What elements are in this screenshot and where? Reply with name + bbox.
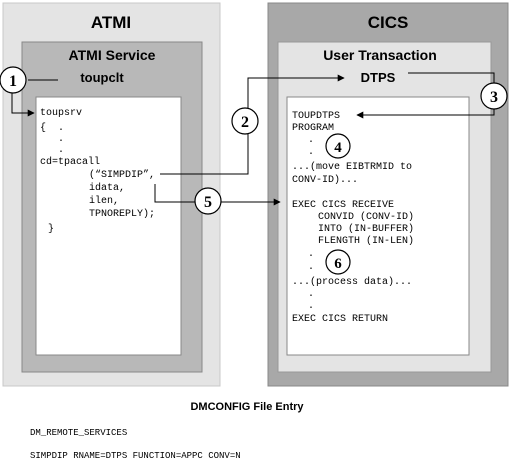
atmi-code-line: (“SIMPDIP”, xyxy=(89,169,155,181)
client-name-toupclt: toupclt xyxy=(80,70,124,85)
cics-code-line: CONVID (CONV-ID) xyxy=(318,211,414,223)
step-marker-1: 1 xyxy=(0,66,27,94)
atmi-code-line: cd=tpacall xyxy=(40,156,100,168)
step-marker-4: 4 xyxy=(325,133,351,159)
cics-code-line: . xyxy=(308,262,314,273)
step-marker-3: 3 xyxy=(480,82,508,110)
atmi-code-line: ilen, xyxy=(89,195,119,207)
cics-code-line: INTO (IN-BUFFER) xyxy=(318,223,414,235)
cics-code-line: ...(move EIBTRMID to xyxy=(292,161,412,173)
atmi-code-line: . xyxy=(40,134,64,145)
cics-code-line: . xyxy=(308,301,314,312)
atmi-code-box xyxy=(35,96,182,356)
cics-code-line: . xyxy=(308,249,314,260)
user-transaction-title: User Transaction xyxy=(323,47,437,63)
cics-code-line: . xyxy=(308,147,314,158)
step-marker-5: 5 xyxy=(194,187,222,215)
dmconfig-line-1: DM_REMOTE_SERVICES xyxy=(30,428,127,438)
dmconfig-title: DMCONFIG File Entry xyxy=(190,401,304,413)
arrow-5-to-receive xyxy=(154,184,281,206)
dmconfig-line-2: SIMPDIP RNAME=DTPS FUNCTION=APPC CONV=N xyxy=(30,451,241,461)
atmi-code-line: . xyxy=(40,145,64,156)
atmi-code-line: } xyxy=(48,223,54,235)
step-6-label: 6 xyxy=(334,256,342,272)
step-1-label: 1 xyxy=(9,73,17,90)
step-marker-6: 6 xyxy=(325,249,351,275)
cics-code-line: FLENGTH (IN-LEN) xyxy=(318,235,414,247)
atmi-code-line: idata, xyxy=(89,182,125,194)
atmi-code-line: TPNOREPLY); xyxy=(89,208,155,220)
cics-code-line: ...(process data)... xyxy=(292,276,412,288)
step-2-label: 2 xyxy=(241,114,249,131)
cics-code-box xyxy=(286,96,470,356)
step-5-label: 5 xyxy=(204,194,212,211)
cics-code-line: CONV-ID)... xyxy=(292,174,358,186)
arrow-1-to-toupsrv xyxy=(11,84,35,117)
cics-code-line: . xyxy=(308,289,314,300)
atmi-service-title: ATMI Service xyxy=(69,47,156,63)
cics-code-line: . xyxy=(308,135,314,146)
step-4-label: 4 xyxy=(334,140,342,156)
atmi-code-line: toupsrv xyxy=(40,108,82,119)
cics-code-line: PROGRAM xyxy=(292,123,334,134)
atmi-title: ATMI xyxy=(91,13,131,32)
cics-title: CICS xyxy=(368,13,409,32)
step-marker-2: 2 xyxy=(231,107,259,135)
program-name-dtps: DTPS xyxy=(361,70,396,85)
cics-code-line: EXEC CICS RECEIVE xyxy=(292,200,394,211)
cics-code-line: TOUPDTPS xyxy=(292,111,340,122)
atmi-code-line: { . xyxy=(40,122,64,134)
cics-code-line: EXEC CICS RETURN xyxy=(292,314,388,325)
step-3-label: 3 xyxy=(490,89,498,106)
